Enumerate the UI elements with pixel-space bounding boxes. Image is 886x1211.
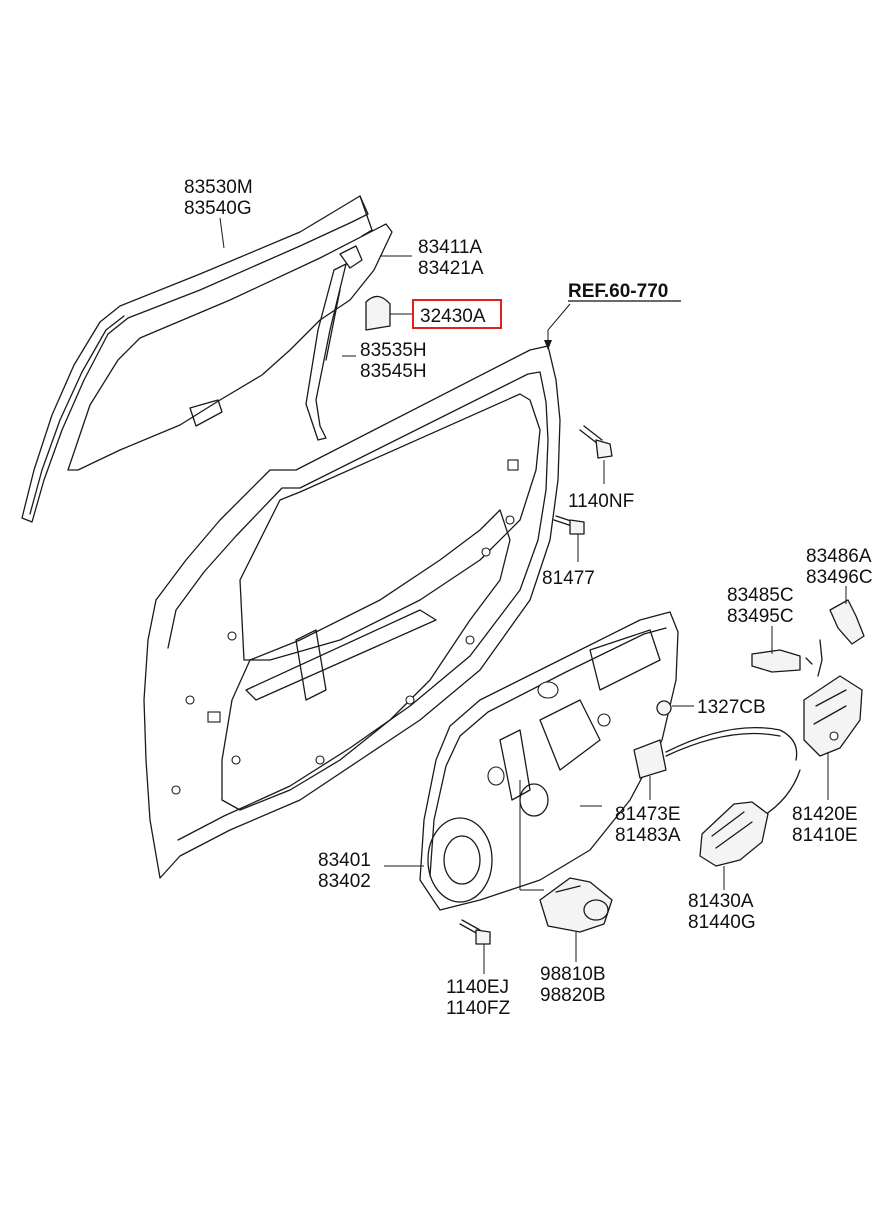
door-frame-part (143, 345, 561, 879)
label-32430a[interactable]: 32430A (420, 306, 486, 327)
label-81430a: 81430A (688, 891, 754, 912)
pad-part (365, 295, 391, 331)
label-1140nf: 1140NF (568, 491, 634, 512)
label-1327cb: 1327CB (697, 697, 766, 718)
label-83496c: 83496C (806, 567, 873, 588)
label-83545h: 83545H (360, 361, 427, 382)
highlight-box (412, 299, 502, 329)
label-81483a: 81483A (615, 825, 681, 846)
grommet-part (656, 700, 672, 716)
label-1140ej: 1140EJ (446, 977, 509, 998)
bolt-bottom-part (459, 919, 491, 945)
run-channel-part (21, 195, 373, 523)
door-glass-part (67, 223, 393, 471)
label-83402: 83402 (318, 871, 371, 892)
latch-part (803, 675, 863, 757)
glass-channel-part (305, 263, 347, 441)
label-81440g: 81440G (688, 912, 756, 933)
label-83401: 83401 (318, 850, 371, 871)
actuator-part (699, 801, 769, 867)
label-83486a: 83486A (806, 546, 872, 567)
label-83495c: 83495C (727, 606, 794, 627)
label-81420e: 81420E (792, 804, 858, 825)
label-98820b: 98820B (540, 985, 606, 1006)
module-panel-part (419, 611, 679, 911)
label-ref: REF.60-770 (568, 281, 668, 302)
label-1140fz: 1140FZ (446, 998, 510, 1019)
label-83535h: 83535H (360, 340, 427, 361)
label-83421a: 83421A (418, 258, 484, 279)
clip-part (553, 515, 585, 535)
label-83530m: 83530M (184, 177, 253, 198)
rod-part (751, 599, 865, 677)
label-81473e: 81473E (615, 804, 681, 825)
cable-part (633, 727, 801, 819)
label-83485c: 83485C (727, 585, 794, 606)
label-81410e: 81410E (792, 825, 858, 846)
label-83540g: 83540G (184, 198, 252, 219)
label-83411a: 83411A (418, 237, 482, 258)
labels: 83530M 83540G 83411A 83421A 32430A REF.6… (184, 177, 873, 1019)
regulator-motor-part (539, 877, 613, 933)
bolt-top-part (579, 425, 613, 459)
label-81477: 81477 (542, 568, 595, 589)
label-98810b: 98810B (540, 964, 606, 985)
leader-lines (219, 217, 847, 974)
